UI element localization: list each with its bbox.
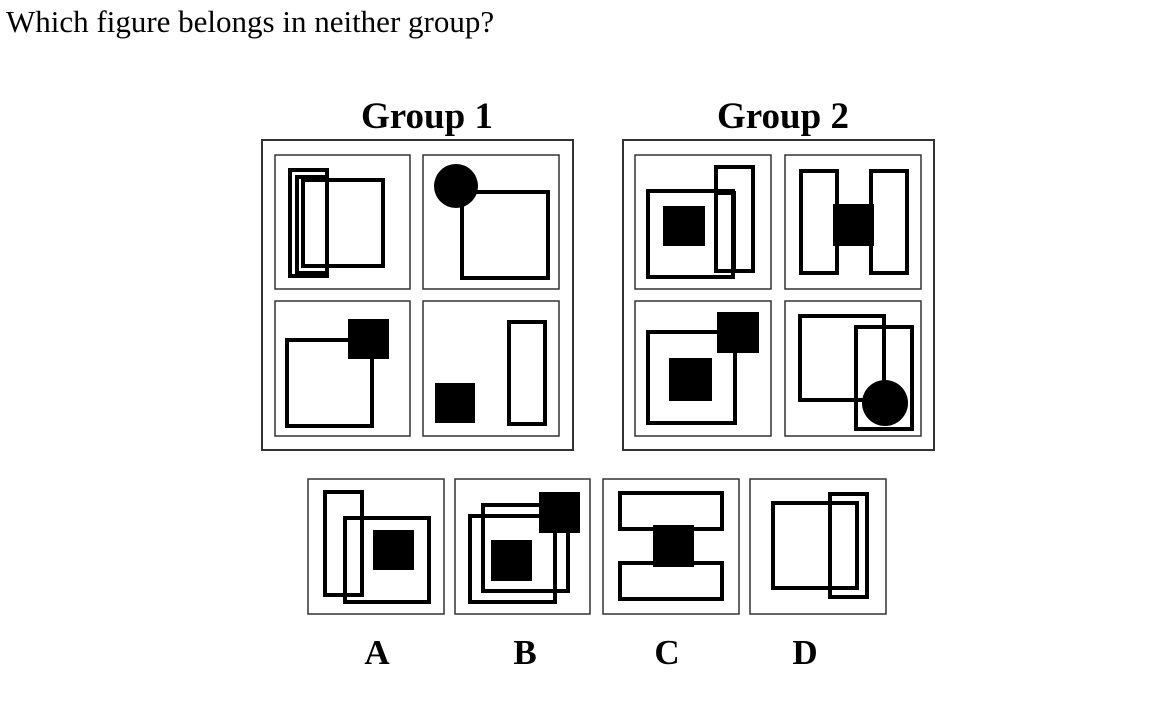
option-c-label: C — [654, 633, 679, 672]
group-2-figure-4 — [784, 300, 922, 437]
option-c-figure[interactable] — [602, 478, 740, 615]
group-1-figure-2 — [422, 154, 560, 290]
group-1-label: Group 1 — [361, 96, 493, 137]
option-b-figure[interactable] — [454, 478, 591, 615]
group-2-figure-1 — [634, 154, 772, 290]
group-2-figure-2 — [784, 154, 922, 290]
option-d-figure[interactable] — [749, 478, 887, 615]
group-1-figure-4 — [422, 300, 560, 437]
group-1-frame — [261, 139, 574, 451]
option-b-label: B — [513, 633, 536, 672]
option-a-label: A — [364, 633, 390, 672]
option-d-label: D — [792, 633, 817, 672]
option-a-figure[interactable] — [307, 478, 445, 615]
group-1-figure-1 — [274, 154, 411, 290]
group-2-label: Group 2 — [717, 96, 849, 137]
group-1-figure-3 — [274, 300, 411, 437]
group-2-frame — [622, 139, 935, 451]
group-2-figure-3 — [634, 300, 772, 437]
question-text: Which figure belongs in neither group? — [6, 4, 495, 39]
